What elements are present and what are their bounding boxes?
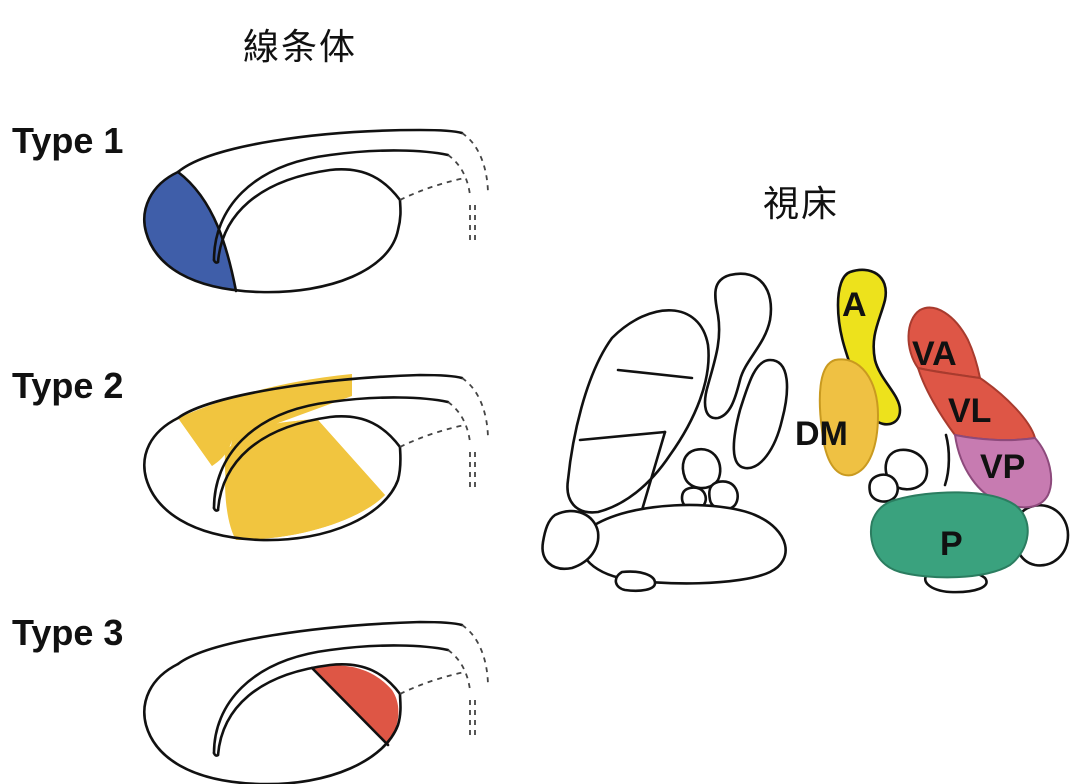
nucleus-vp-label: VP bbox=[980, 448, 1025, 486]
nucleus-vl-label: VL bbox=[948, 392, 991, 430]
right-small-circle-b bbox=[869, 475, 897, 502]
nucleus-a-label: A bbox=[842, 286, 867, 324]
striatum-type-3 bbox=[144, 622, 488, 784]
striatum-type-1 bbox=[144, 130, 488, 292]
nucleus-dm-label: DM bbox=[795, 415, 848, 453]
type-1-fill bbox=[144, 172, 236, 291]
nucleus-va-label: VA bbox=[912, 335, 957, 373]
thalamus-diagram: A DM VA VL VP P bbox=[543, 270, 1068, 592]
left-bottom-blob bbox=[581, 505, 786, 583]
striatum-type-2 bbox=[144, 374, 488, 540]
nucleus-p-label: P bbox=[940, 525, 963, 563]
left-bottom-lobe bbox=[616, 572, 655, 591]
